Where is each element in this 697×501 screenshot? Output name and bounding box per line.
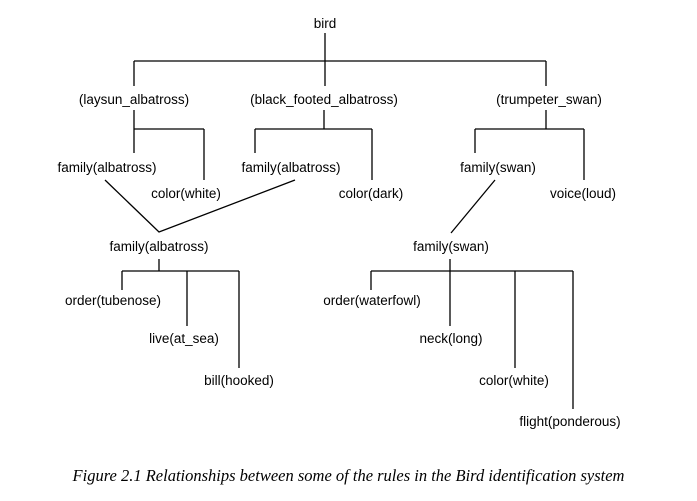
node-family-swan-1: family(swan) xyxy=(460,160,536,175)
node-live-at-sea: live(at_sea) xyxy=(149,331,219,346)
node-order-waterfowl: order(waterfowl) xyxy=(323,293,421,308)
node-color-white-2: color(white) xyxy=(479,373,549,388)
figure-caption: Figure 2.1 Relationships between some of… xyxy=(72,466,625,485)
edge-family-swan-bracket xyxy=(370,259,574,409)
node-family-albatross-3: family(albatross) xyxy=(109,239,208,254)
edge-bird-bracket xyxy=(133,33,547,86)
node-voice-loud: voice(loud) xyxy=(550,186,616,201)
node-color-white-1: color(white) xyxy=(151,186,221,201)
edge-laysun-bracket xyxy=(133,110,205,180)
node-color-dark: color(dark) xyxy=(339,186,404,201)
edge-trumpeter-bracket xyxy=(474,110,585,180)
edge-black-footed-bracket xyxy=(254,110,373,180)
node-family-swan-2: family(swan) xyxy=(413,239,489,254)
node-bird: bird xyxy=(314,16,337,31)
node-family-albatross-2: family(albatross) xyxy=(241,160,340,175)
node-trumpeter-swan: (trumpeter_swan) xyxy=(496,92,602,107)
node-bill-hooked: bill(hooked) xyxy=(204,373,274,388)
node-order-tubenose: order(tubenose) xyxy=(65,293,161,308)
node-family-albatross-1: family(albatross) xyxy=(57,160,156,175)
node-black-footed-albatross: (black_footed_albatross) xyxy=(250,92,398,107)
edge-family-albatross-bracket xyxy=(121,259,240,368)
tree-edges xyxy=(104,33,585,409)
node-neck-long: neck(long) xyxy=(419,331,482,346)
node-flight-ponderous: flight(ponderous) xyxy=(519,414,620,429)
edge-swan-converge xyxy=(450,179,496,234)
edge-albatross-converge xyxy=(104,179,296,233)
node-laysun-albatross: (laysun_albatross) xyxy=(79,92,189,107)
